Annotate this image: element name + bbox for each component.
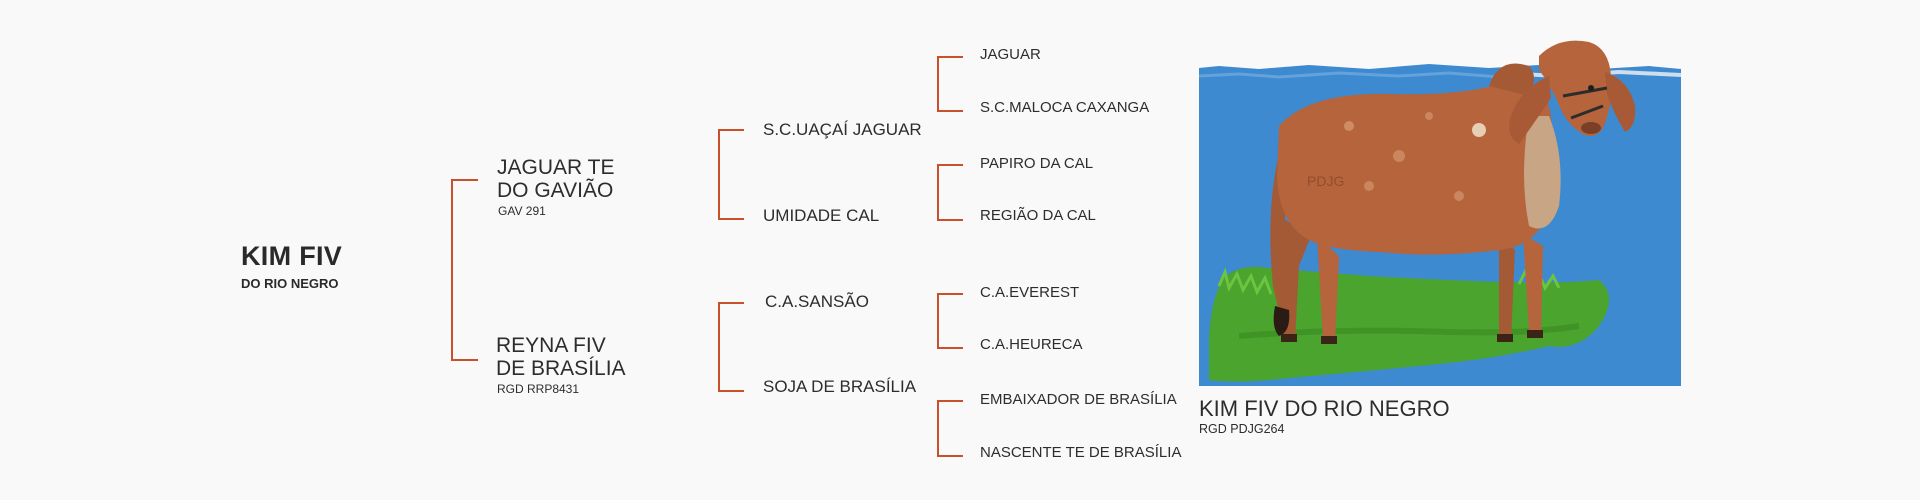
animal-subtitle: DO RIO NEGRO	[241, 276, 339, 291]
parents-bracket	[451, 179, 478, 361]
dam-dam-name: SOJA DE BRASÍLIA	[763, 377, 917, 396]
sire-name-line2: DO GAVIÃO	[497, 179, 614, 202]
sd-dam-name: REGIÃO DA CAL	[980, 207, 1096, 224]
cow-body	[1277, 82, 1555, 255]
sire-parents-bracket	[718, 129, 744, 220]
sd-sire-name: PAPIRO DA CAL	[980, 155, 1094, 172]
dd-dam-name: NASCENTE TE DE BRASÍLIA	[980, 444, 1182, 461]
sire-dam-name: UMIDADE CAL	[763, 206, 880, 225]
dam-registration: RGD RRP8431	[497, 382, 580, 396]
dd-sire-name: EMBAIXADOR DE BRASÍLIA	[980, 391, 1177, 408]
cow-illustration: PDJG	[1198, 40, 1682, 386]
cow-leg-front	[1499, 236, 1515, 340]
brand-mark: PDJG	[1307, 173, 1344, 189]
sire-name-line1: JAGUAR TE	[497, 156, 615, 179]
dd-bracket	[937, 400, 963, 457]
sire-registration: GAV 291	[498, 204, 546, 218]
photo-caption: KIM FIV DO RIO NEGRO	[1199, 396, 1450, 421]
photo-registration: RGD PDJG264	[1199, 422, 1285, 436]
ds-sire-name: C.A.EVEREST	[980, 284, 1080, 301]
dam-sire-name: C.A.SANSÃO	[765, 292, 869, 311]
ss-bracket	[937, 56, 963, 112]
dam-name-line1: REYNA FIV	[496, 334, 606, 357]
animal-name: KIM FIV	[241, 241, 343, 271]
sire-sire-name: S.C.UAÇAÍ JAGUAR	[763, 120, 922, 139]
ss-dam-name: S.C.MALOCA CAXANGA	[980, 99, 1150, 116]
dam-name-line2: DE BRASÍLIA	[496, 357, 626, 380]
animal-photo: PDJG	[1198, 36, 1682, 386]
ss-sire-name: JAGUAR	[980, 46, 1041, 63]
ds-bracket	[937, 293, 963, 349]
sd-bracket	[937, 164, 963, 221]
dam-parents-bracket	[718, 302, 744, 392]
cow-head	[1539, 40, 1612, 136]
ds-dam-name: C.A.HEURECA	[980, 336, 1083, 353]
